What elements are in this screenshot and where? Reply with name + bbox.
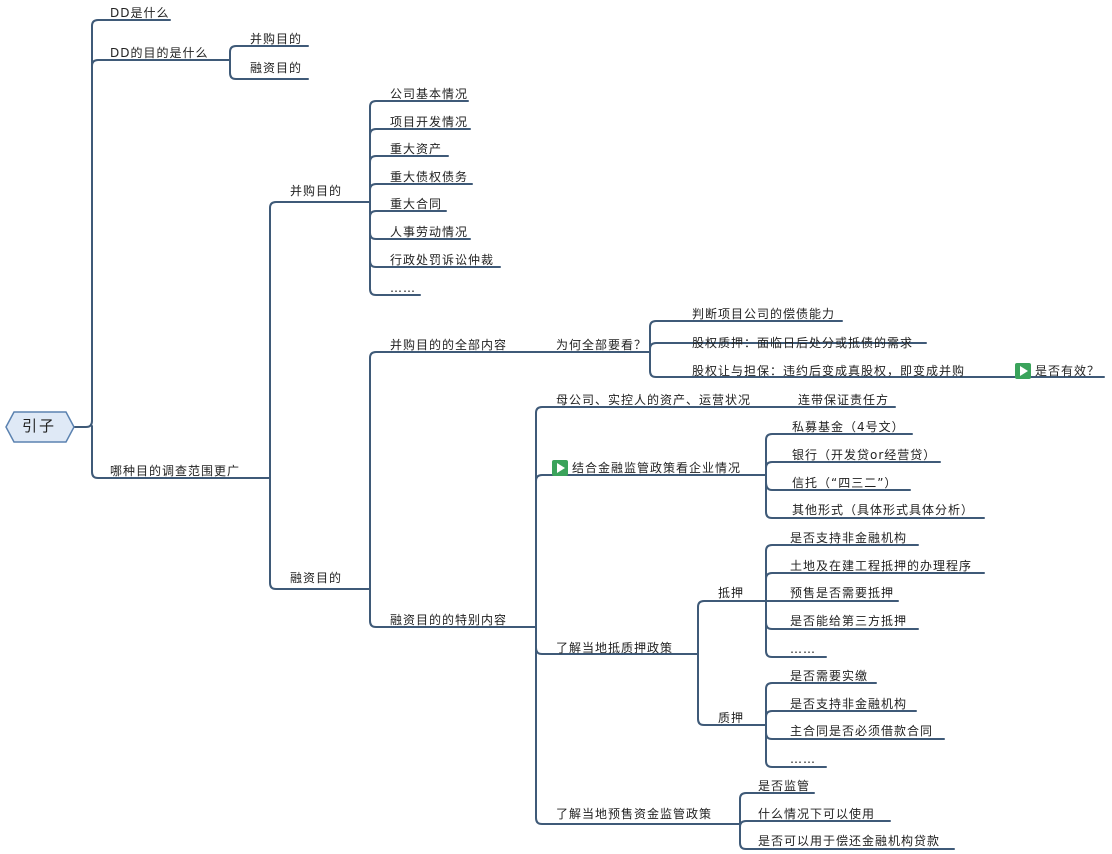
connector xyxy=(535,474,767,482)
connector xyxy=(739,792,815,825)
topic-combine-policy[interactable]: 结合金融监管政策看企业情况 xyxy=(572,461,742,475)
topic-pledge[interactable]: 质押 xyxy=(718,711,745,725)
connector xyxy=(369,201,421,296)
topic-pledge-item[interactable]: …… xyxy=(790,752,816,766)
connector xyxy=(739,823,955,850)
connector xyxy=(369,351,537,590)
topic-pledge-item[interactable]: 是否支持非金融机构 xyxy=(790,697,908,711)
connector xyxy=(697,600,767,655)
topic-policy-item[interactable]: 其他形式（具体形式具体分析） xyxy=(792,503,975,517)
connector xyxy=(229,59,309,80)
topic-policy-item[interactable]: 银行（开发贷or经营贷） xyxy=(792,448,937,462)
connector xyxy=(765,724,827,768)
connector xyxy=(649,351,1001,378)
topic-mortgage-item[interactable]: 预售是否需要抵押 xyxy=(790,586,895,600)
connector xyxy=(739,820,891,828)
topic-mortgage-item[interactable]: 是否能给第三方抵押 xyxy=(790,614,908,628)
topic-ma-full[interactable]: 并购目的的全部内容 xyxy=(390,338,508,352)
connector xyxy=(649,320,843,353)
topic-dd-what[interactable]: DD是什么 xyxy=(110,6,170,20)
connector xyxy=(765,544,919,602)
topic-ma-purpose-2[interactable]: 并购目的 xyxy=(290,184,343,198)
root-node-shape xyxy=(5,411,75,443)
topic-ma-item[interactable]: 行政处罚诉讼仲裁 xyxy=(390,253,495,267)
topic-why-item[interactable]: 股权质押：面临日后处分或抵债的需求 xyxy=(692,336,914,350)
connector xyxy=(73,19,171,428)
connector xyxy=(91,59,231,67)
topic-why-item[interactable]: 判断项目公司的偿债能力 xyxy=(692,307,836,321)
topic-joint-liability[interactable]: 连带保证责任方 xyxy=(798,393,890,407)
topic-ma-item[interactable]: 项目开发情况 xyxy=(390,115,469,129)
topic-ma-purpose-1[interactable]: 并购目的 xyxy=(250,32,303,46)
connector xyxy=(765,572,985,580)
connector xyxy=(765,461,941,469)
topic-fin-special[interactable]: 融资目的的特别内容 xyxy=(390,613,508,627)
topic-ma-item[interactable]: 人事劳动情况 xyxy=(390,225,469,239)
topic-presale-item[interactable]: 是否监管 xyxy=(758,779,811,793)
topic-fin-purpose-1[interactable]: 融资目的 xyxy=(250,61,303,75)
topic-is-valid[interactable]: 是否有效？ xyxy=(1035,364,1101,378)
topic-mortgage[interactable]: 抵押 xyxy=(718,586,745,600)
topic-pledge-item[interactable]: 主合同是否必须借款合同 xyxy=(790,724,934,738)
topic-ma-item[interactable]: 重大债权债务 xyxy=(390,170,469,184)
connector xyxy=(369,588,537,628)
connector xyxy=(535,406,761,628)
connector xyxy=(765,600,827,658)
connector xyxy=(91,425,271,479)
topic-mortgage-item[interactable]: 土地及在建工程抵押的办理程序 xyxy=(790,559,973,573)
topic-ma-item[interactable]: 重大资产 xyxy=(390,142,443,156)
topic-presale-item[interactable]: 是否可以用于偿还金融机构贷款 xyxy=(758,834,941,848)
connector xyxy=(229,45,309,61)
topic-dd-purpose[interactable]: DD的目的是什么 xyxy=(110,46,209,60)
topic-policy-item[interactable]: 信托（“四三二”） xyxy=(792,476,898,490)
topic-mortgage-item[interactable]: 是否支持非金融机构 xyxy=(790,531,908,545)
topic-fin-purpose-2[interactable]: 融资目的 xyxy=(290,571,343,585)
topic-parent-assets[interactable]: 母公司、实控人的资产、运营状况 xyxy=(556,393,752,407)
connector xyxy=(765,474,985,519)
connector xyxy=(369,183,473,191)
topic-local-pledge[interactable]: 了解当地抵质押政策 xyxy=(556,641,674,655)
connector xyxy=(649,342,927,353)
topic-why-item[interactable]: 股权让与担保：违约后变成真股权，即变成并购 xyxy=(692,364,966,378)
topic-mortgage-item[interactable]: …… xyxy=(790,642,816,656)
topic-ma-item[interactable]: 重大合同 xyxy=(390,197,443,211)
connector xyxy=(765,682,877,726)
topic-presale[interactable]: 了解当地预售资金监管政策 xyxy=(556,807,713,821)
topic-presale-item[interactable]: 什么情况下可以使用 xyxy=(758,807,876,821)
topic-pledge-item[interactable]: 是否需要实缴 xyxy=(790,669,869,683)
connector xyxy=(765,433,913,476)
topic-ma-item[interactable]: 公司基本情况 xyxy=(390,87,469,101)
connector xyxy=(369,155,449,163)
topic-policy-item[interactable]: 私募基金（4号文） xyxy=(792,420,905,434)
connector xyxy=(369,128,471,136)
connector xyxy=(765,710,917,718)
root-topic[interactable]: 引子 xyxy=(21,417,56,435)
connector xyxy=(269,201,371,479)
connector xyxy=(369,100,469,203)
flag-icon xyxy=(552,460,568,476)
topic-which-wider[interactable]: 哪种目的调查范围更广 xyxy=(110,464,241,478)
topic-ma-item[interactable]: …… xyxy=(390,281,416,295)
connector xyxy=(269,477,371,590)
flag-icon xyxy=(1015,363,1031,379)
connector xyxy=(369,210,447,218)
connector xyxy=(535,626,741,825)
connector xyxy=(697,653,767,726)
topic-why-full[interactable]: 为何全部要看？ xyxy=(556,338,648,352)
